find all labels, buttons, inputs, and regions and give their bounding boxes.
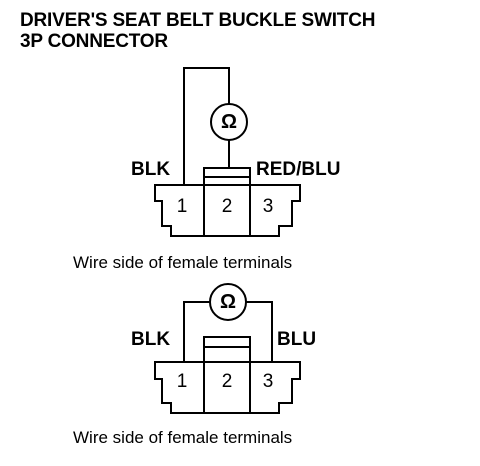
diagram-title: DRIVER'S SEAT BELT BUCKLE SWITCH 3P CONN… xyxy=(20,10,375,52)
top-ohmmeter-icon xyxy=(210,103,248,141)
bottom-terminal-2: 2 xyxy=(221,371,233,392)
title-line-2: 3P CONNECTOR xyxy=(20,31,168,52)
title-line-1: DRIVER'S SEAT BELT BUCKLE SWITCH xyxy=(20,10,376,31)
top-caption: Wire side of female terminals xyxy=(73,253,293,272)
top-terminal-1: 1 xyxy=(176,196,188,217)
top-terminal-2: 2 xyxy=(221,196,233,217)
bottom-ohmmeter-icon xyxy=(209,283,247,321)
bottom-connector-body xyxy=(154,361,301,414)
top-connector-body xyxy=(154,184,301,237)
top-connector-diagram xyxy=(154,67,301,237)
bottom-caption: Wire side of female terminals xyxy=(73,428,293,447)
top-terminal-3: 3 xyxy=(262,196,274,217)
bottom-terminal-1: 1 xyxy=(176,371,188,392)
bottom-terminal-3: 3 xyxy=(262,371,274,392)
top-ohm-symbol: Ω xyxy=(220,111,238,133)
top-left-wire-label: BLK xyxy=(131,159,171,180)
bottom-ohm-symbol: Ω xyxy=(219,291,237,313)
bottom-lead-left xyxy=(183,301,210,362)
bottom-connector-latch xyxy=(203,336,251,363)
bottom-connector-diagram xyxy=(154,283,301,414)
top-right-wire-label: RED/BLU xyxy=(256,159,341,180)
bottom-left-wire-label: BLK xyxy=(131,329,171,350)
bottom-right-wire-label: BLU xyxy=(277,329,317,350)
top-lead-left xyxy=(183,67,230,184)
bottom-lead-right xyxy=(246,301,273,362)
